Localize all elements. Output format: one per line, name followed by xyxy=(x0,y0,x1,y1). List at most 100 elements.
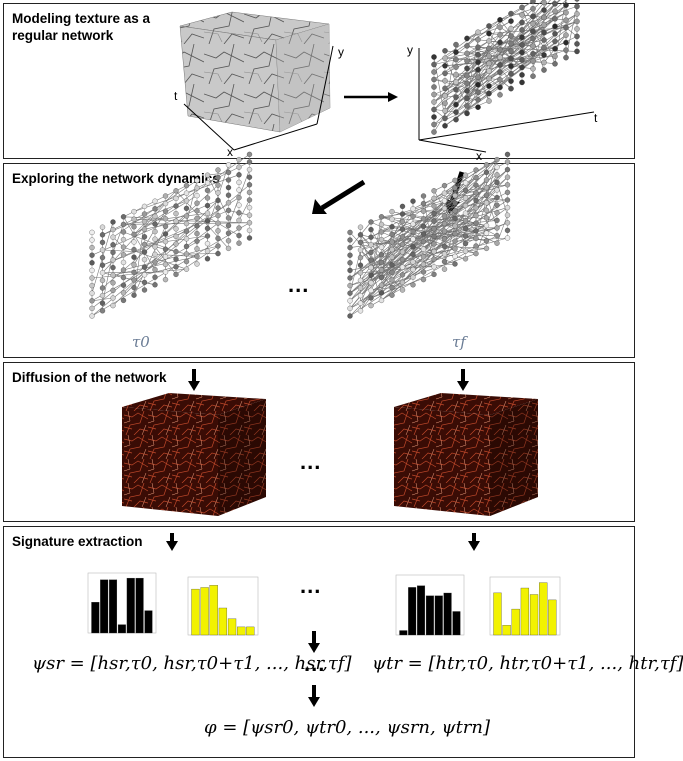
network-node xyxy=(483,200,490,206)
network-node xyxy=(530,73,536,79)
hist-bar xyxy=(100,579,109,634)
histogram-right-black xyxy=(395,574,465,636)
network-node xyxy=(173,241,179,247)
network-node xyxy=(431,264,437,270)
network-node xyxy=(552,61,558,67)
network-node xyxy=(89,260,95,266)
network-node xyxy=(473,190,479,196)
network-node xyxy=(486,90,492,97)
network-node xyxy=(486,60,492,67)
network-node xyxy=(420,246,427,252)
network-node xyxy=(357,270,364,276)
network-node xyxy=(420,276,427,283)
network-node xyxy=(519,12,525,18)
network-node xyxy=(215,220,221,226)
network-node xyxy=(246,235,253,241)
network-node xyxy=(347,305,353,312)
network-edge xyxy=(488,27,567,34)
network-node xyxy=(420,269,427,275)
network-edge xyxy=(455,60,534,113)
network-node xyxy=(453,94,459,100)
network-node xyxy=(194,200,200,206)
panel-diffusion: Diffusion of the network ... xyxy=(3,362,635,522)
network-node xyxy=(519,49,525,56)
network-node xyxy=(483,192,490,198)
network-node xyxy=(494,240,500,246)
network-node xyxy=(483,215,490,221)
panel-title: Signature extraction xyxy=(12,534,143,549)
network-node xyxy=(236,210,242,216)
network-node xyxy=(141,279,148,286)
network-node xyxy=(431,69,437,75)
network-node xyxy=(552,53,558,60)
network-edge xyxy=(454,169,508,227)
network-node xyxy=(497,62,503,68)
network-node xyxy=(183,182,190,189)
network-node xyxy=(453,56,459,63)
network-node xyxy=(173,233,179,240)
network-node xyxy=(131,262,137,268)
network-node xyxy=(541,22,547,28)
network-node xyxy=(441,205,448,212)
network-node xyxy=(162,223,169,230)
network-node xyxy=(399,211,406,217)
network-node xyxy=(378,214,385,220)
network-node xyxy=(357,232,364,238)
network-node xyxy=(357,308,364,314)
network-node xyxy=(410,228,416,235)
network-node xyxy=(246,166,253,173)
network-node xyxy=(452,200,458,206)
hist-bar xyxy=(135,577,144,634)
network-node xyxy=(475,29,481,35)
network-node xyxy=(173,218,179,224)
network-node xyxy=(431,271,437,278)
network-node xyxy=(204,180,211,186)
network-node xyxy=(494,202,500,208)
ellipsis: ... xyxy=(304,651,326,676)
network-node xyxy=(475,36,481,43)
cube-front-face xyxy=(179,25,281,133)
network-node xyxy=(431,99,437,105)
network-node xyxy=(530,43,536,49)
network-node xyxy=(473,212,479,219)
network-node xyxy=(504,197,511,203)
network-node xyxy=(120,267,127,273)
network-edge xyxy=(521,13,578,68)
network-node xyxy=(442,70,448,77)
network-node xyxy=(89,290,95,296)
network-node xyxy=(368,249,374,256)
network-node xyxy=(530,20,536,27)
network-edge xyxy=(477,46,578,52)
network-node xyxy=(368,295,374,301)
network-node xyxy=(494,217,500,224)
network-node xyxy=(494,156,500,163)
network-node xyxy=(204,225,211,232)
network-node xyxy=(462,218,469,224)
network-node xyxy=(504,151,511,158)
network-node xyxy=(441,213,448,219)
network-node xyxy=(494,179,500,186)
net-axis-t xyxy=(418,111,595,141)
network-node xyxy=(152,259,158,265)
network-node xyxy=(378,259,385,266)
network-node xyxy=(497,47,503,53)
network-node xyxy=(204,256,211,262)
network-node xyxy=(504,189,511,196)
network-node xyxy=(473,197,479,204)
network-node xyxy=(441,182,448,189)
network-node xyxy=(246,197,253,203)
network-node xyxy=(486,38,492,44)
network-node xyxy=(431,203,437,209)
network-node xyxy=(508,78,514,84)
network-edge xyxy=(554,0,566,64)
network-node xyxy=(225,169,232,176)
network-node xyxy=(453,49,459,55)
network-node xyxy=(110,249,116,256)
network-node xyxy=(541,52,547,58)
network-node xyxy=(131,254,137,260)
network-node xyxy=(110,226,116,233)
network-edge xyxy=(133,218,250,224)
network-node xyxy=(453,64,459,70)
network-node xyxy=(410,221,416,227)
network-node xyxy=(442,48,448,54)
